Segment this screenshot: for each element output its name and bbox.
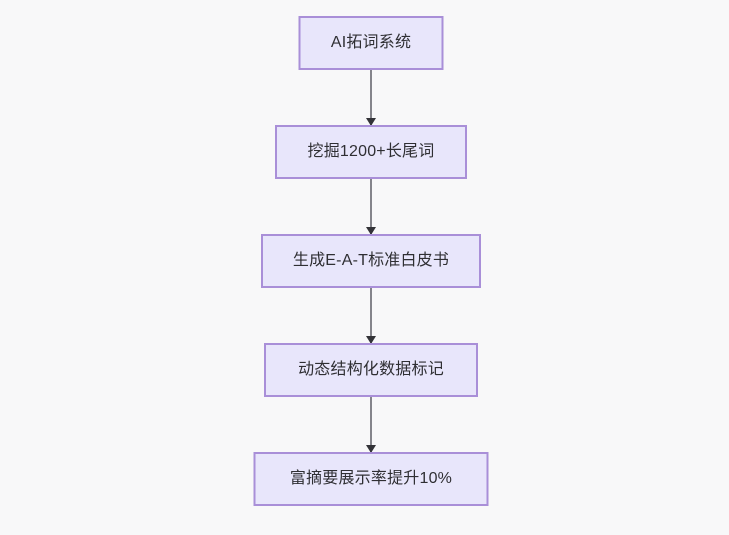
edge-line — [370, 288, 372, 343]
flow-node-generate-eat-whitepaper[interactable]: 生成E-A-T标准白皮书 — [261, 234, 481, 288]
arrowhead-icon — [366, 336, 376, 344]
flow-node-ai-keyword-system[interactable]: AI拓词系统 — [298, 16, 444, 70]
flow-node-label: 动态结构化数据标记 — [298, 361, 444, 378]
flow-node-label: 富摘要展示率提升10% — [289, 470, 453, 487]
edge-line — [370, 397, 372, 452]
arrowhead-icon — [366, 445, 376, 453]
flow-node-label: 挖掘1200+长尾词 — [307, 143, 435, 160]
flow-edge-2-to-3 — [365, 179, 377, 235]
flow-edge-1-to-2 — [365, 70, 377, 126]
flow-node-label: AI拓词系统 — [330, 34, 412, 51]
flow-edge-4-to-5 — [365, 397, 377, 453]
arrowhead-icon — [366, 227, 376, 235]
flow-node-dynamic-structured-data-markup[interactable]: 动态结构化数据标记 — [264, 343, 478, 397]
arrowhead-icon — [366, 118, 376, 126]
edge-line — [370, 70, 372, 125]
flow-node-label: 生成E-A-T标准白皮书 — [292, 252, 450, 269]
flow-node-mine-longtail-keywords[interactable]: 挖掘1200+长尾词 — [275, 125, 467, 179]
edge-line — [370, 179, 372, 234]
flow-edge-3-to-4 — [365, 288, 377, 344]
flow-node-rich-snippet-impression-lift[interactable]: 富摘要展示率提升10% — [253, 452, 489, 506]
